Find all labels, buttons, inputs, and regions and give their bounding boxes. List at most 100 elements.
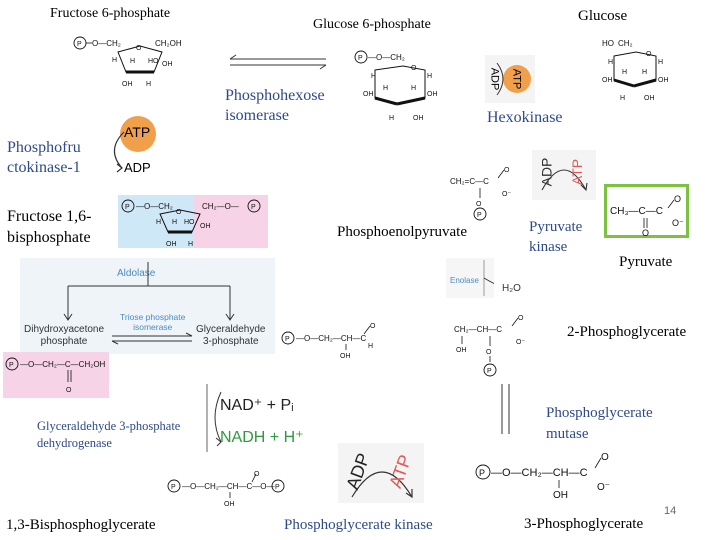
svg-text:H: H [112, 57, 117, 64]
svg-text:—O—CH₂—CH—C—O—: —O—CH₂—CH—C—O— [182, 482, 274, 491]
hexokinase-cofactor-box: ADP ATP [485, 55, 535, 103]
f16bp-pink-highlight [194, 195, 268, 248]
svg-text:OH: OH [553, 490, 568, 501]
svg-text:H: H [368, 343, 373, 350]
svg-text:O⁻: O⁻ [597, 482, 610, 493]
2-phosphoglycerate-structure: CH₂—CH—C O O⁻ OH O P [454, 315, 525, 377]
svg-text:H: H [389, 115, 394, 122]
svg-text:O: O [518, 315, 524, 322]
g3pdh-curved-arrow [206, 384, 222, 452]
svg-text:P: P [477, 212, 482, 219]
pfk-curved-arrow [113, 131, 125, 173]
svg-text:H: H [371, 73, 376, 80]
fructose-16-bisphosphate-label: Fructose 1,6- bisphosphate [7, 206, 91, 248]
pyruvate-label: Pyruvate [619, 254, 673, 270]
dhap-line2: phosphate [40, 336, 88, 347]
svg-text:P: P [285, 336, 290, 343]
svg-text:O: O [486, 349, 492, 356]
svg-text:H: H [172, 219, 177, 226]
svg-text:OH: OH [162, 61, 173, 68]
glucose-6-phosphate-label: Glucose 6-phosphate [313, 17, 431, 32]
svg-text:P: P [275, 484, 280, 491]
hexokinase-atp-text: ATP [510, 68, 523, 90]
svg-text:OH: OH [200, 223, 211, 230]
pfk-adp-text: ADP [124, 160, 151, 175]
pyruvate-kinase-line2: kinase [529, 239, 568, 255]
2-phosphoglycerate-label: 2-Phosphoglycerate [567, 324, 687, 340]
pk-curved-arrow [541, 169, 588, 192]
svg-text:O—CH₂: O—CH₂ [92, 39, 121, 48]
svg-text:P: P [171, 484, 176, 491]
svg-text:H: H [188, 241, 193, 248]
aldolase-label: Aldolase [117, 268, 156, 279]
isomerase-reversible-arrow [229, 54, 327, 70]
svg-text:H: H [622, 69, 627, 76]
svg-text:H: H [642, 69, 647, 76]
svg-text:O: O [646, 51, 652, 58]
aldolase-arrows [63, 262, 235, 345]
svg-text:H: H [411, 85, 416, 92]
phosphohexose-line2: isomerase [225, 107, 289, 124]
phosphofructokinase-label: Phosphofru ctokinase-1 [7, 138, 81, 178]
pk-adp-text: ADP [538, 157, 555, 187]
phosphofructokinase-line2: ctokinase-1 [7, 159, 81, 176]
svg-text:OH: OH [427, 91, 438, 98]
svg-text:—O—CH₂: —O—CH₂ [136, 202, 173, 211]
phosphofructokinase-line1: Phosphofru [7, 139, 81, 156]
pyruvate-kinase-label: Pyruvate kinase [529, 217, 582, 257]
svg-text:O⁻: O⁻ [502, 191, 511, 198]
svg-text:CH₂—CH—C: CH₂—CH—C [454, 325, 502, 334]
svg-text:OH: OH [456, 347, 467, 354]
aldolase-panel: Aldolase Triose phosphate isomerase Dihy… [20, 258, 275, 354]
svg-text:HO: HO [148, 58, 159, 65]
gap-line1: Glyceraldehyde [196, 324, 266, 335]
nad-pi-text: NAD⁺ + Pᵢ [220, 397, 294, 414]
tim-line1: Triose phosphate [120, 312, 186, 322]
phosphoenolpyruvate-structure: CH₂=C—C O O⁻ O P [450, 167, 511, 221]
fructose-16-line2: bisphosphate [7, 229, 91, 246]
svg-text:OH: OH [413, 115, 424, 122]
svg-text:OH: OH [644, 95, 655, 102]
svg-text:—O—CH₂—C—CH₂OH: —O—CH₂—C—CH₂OH [20, 360, 106, 369]
g3pdh-line2: dehydrogenase [37, 436, 112, 450]
pfk-atp-text: ATP [124, 124, 151, 140]
svg-text:OH: OH [363, 91, 374, 98]
svg-text:H: H [146, 81, 151, 88]
pk-cofactor-box: ADP ATP [532, 150, 596, 200]
gap-line2: 3-phosphate [202, 336, 259, 347]
svg-text:H: H [156, 219, 161, 226]
svg-text:O: O [504, 167, 510, 174]
svg-text:HO: HO [184, 219, 195, 226]
dihydroxyacetone-phosphate-structure: P —O—CH₂—C—CH₂OH O [5, 357, 106, 394]
svg-text:OH: OH [224, 501, 235, 508]
triose-isomerase-label: Triose phosphate isomerase [120, 312, 185, 332]
svg-text:O: O [476, 201, 482, 208]
pgm-line2: mutase [546, 426, 589, 442]
mutase-reversible-arrow [501, 384, 510, 434]
svg-text:O: O [370, 323, 376, 330]
svg-text:P: P [9, 362, 14, 369]
svg-text:P: P [125, 204, 130, 211]
svg-text:OH: OH [166, 241, 177, 248]
pgk-cofactor-box: ADP ATP [338, 443, 424, 503]
g3p-dehydrogenase-label: Glyceraldehyde 3-phosphate dehydrogenase [37, 418, 180, 452]
svg-text:O⁻: O⁻ [672, 218, 684, 228]
svg-text:H: H [427, 73, 432, 80]
svg-text:—O—CH₂—CH—C: —O—CH₂—CH—C [491, 467, 588, 479]
f16bp-blue-highlight [118, 195, 194, 248]
svg-text:H: H [620, 95, 625, 102]
svg-text:P: P [77, 41, 82, 48]
svg-text:—O—CH₂: —O—CH₂ [368, 53, 405, 62]
dhap-label: Dihydroxyacetone phosphate [24, 324, 104, 348]
svg-text:OH: OH [658, 77, 669, 84]
hexokinase-label: Hexokinase [487, 109, 563, 126]
glucose-label: Glucose [578, 8, 628, 24]
phosphoglycerate-kinase-label: Phosphoglycerate kinase [284, 517, 433, 533]
fructose-6-phosphate-label: Fructose 6-phosphate [50, 6, 171, 21]
phosphohexose-line1: Phosphohexose [225, 87, 325, 104]
3-phosphoglycerate-label: 3-Phosphoglycerate [524, 516, 644, 532]
svg-text:CH₂—O—: CH₂—O— [202, 202, 239, 211]
pk-atp-text: ATP [569, 158, 586, 186]
